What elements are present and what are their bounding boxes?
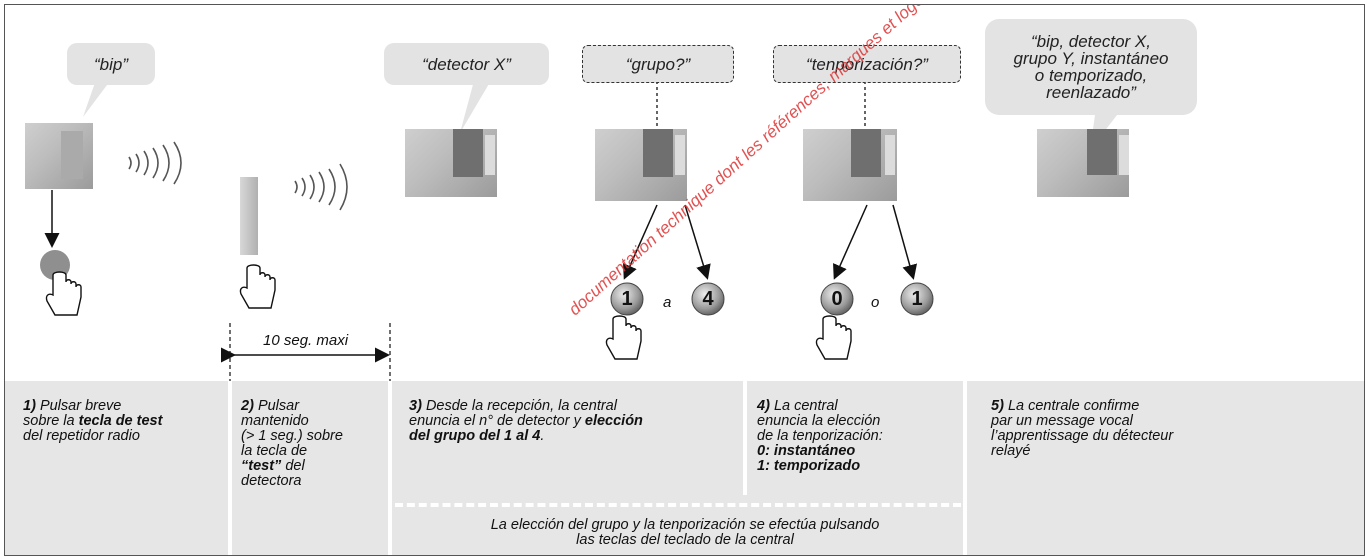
radio-waves-icon-1 [128,141,182,185]
column-divider [388,381,392,555]
key-1-label: 1 [621,288,633,310]
step-5-text: 5) La centrale confirme par un message v… [991,398,1174,459]
speech-bubble-bip: “bip” [67,43,155,85]
speech-bubble-grupo: “grupo?” [582,45,734,83]
arrow-to-key-1 [623,204,658,280]
dashed-divider [395,503,961,507]
detector-photo-3 [405,129,497,197]
arrow-to-key-4 [684,204,711,280]
step-4-text: 4) La central enuncia la elección de la … [757,398,883,474]
repeater-photo [25,123,93,189]
key-0-label: 0 [831,288,843,310]
detector-photo-6 [1037,129,1129,197]
footnote-text: La elección del grupo y la tenporización… [490,517,880,548]
column-divider [963,381,967,555]
hand-icon-1 [45,271,82,316]
range-word-a: a [663,294,672,311]
key-4-label: 4 [702,288,714,310]
step-1-text: 1) Pulsar breve sobre la tecla de test d… [23,398,163,444]
key-1b-label: 1 [911,288,923,310]
bubble-tail-1 [83,77,113,117]
column-divider [228,381,232,555]
hand-icon-2 [239,264,276,309]
column-divider [743,381,747,495]
key-1-icon [610,282,644,316]
diagram-graphics [40,77,1117,381]
hand-icon-3 [605,315,642,360]
diagram-frame: 1 4 a 0 1 o 10 seg. maxi “bip” “detector… [4,4,1365,556]
speech-bubble-confirm: “bip, detector X, grupo Y, instantáneo o… [985,19,1197,115]
timer-label: 10 seg. maxi [263,332,349,349]
step-2-text: 2) Pulsar mantenido (> 1 seg.) sobre la … [241,398,343,489]
detector-photo-4 [595,129,687,201]
bubble-tail-3 [460,77,493,133]
choice-word-o: o [871,294,880,311]
speech-bubble-tenporizacion: “tenporización?” [773,45,961,83]
arrow-to-key-1b [892,204,918,280]
hand-icon-4 [815,315,852,360]
steps-panel: 1) Pulsar breve sobre la tecla de test d… [5,381,1364,555]
detector-photo-5 [803,129,897,201]
key-4-icon [691,282,725,316]
detector-photo-2 [240,177,258,255]
key-1b-icon [900,282,934,316]
key-0-icon [820,282,854,316]
radio-waves-icon-2 [294,163,348,211]
arrow-to-key-0 [833,204,868,280]
step-3-text: 3) Desde la recepción, la central enunci… [409,398,643,444]
speech-bubble-detector: “detector X” [384,43,549,85]
